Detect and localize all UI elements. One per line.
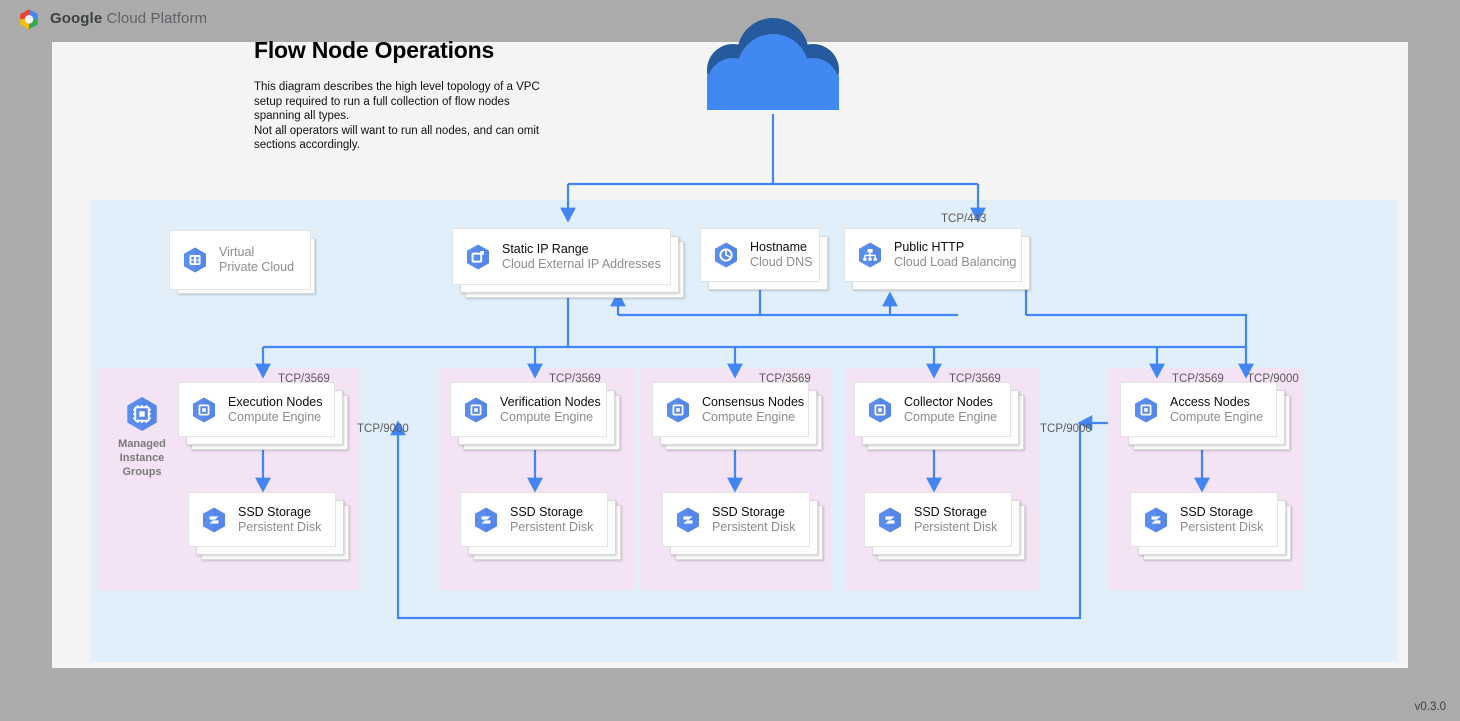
node-ssd-storage-execution[interactable]: SSD Storage Persistent Disk: [188, 492, 336, 547]
node-subtitle: Persistent Disk: [712, 519, 796, 534]
edge-label-tcp3569-coll: TCP/3569: [949, 373, 1001, 385]
node-title: Access Nodes: [1170, 394, 1250, 409]
app-header: Google Cloud Platform: [0, 0, 1460, 42]
google-cloud-hexagon-icon: [16, 7, 42, 33]
compute-engine-icon: [663, 395, 693, 425]
node-subtitle: Persistent Disk: [1180, 519, 1264, 534]
compute-engine-icon: [1131, 395, 1161, 425]
persistent-disk-icon: [199, 505, 229, 535]
node-subtitle: Cloud External IP Addresses: [502, 256, 661, 271]
node-ssd-storage-access[interactable]: SSD Storage Persistent Disk: [1130, 492, 1278, 547]
edge-label-tcp3569-acc: TCP/3569: [1172, 373, 1224, 385]
node-ssd-storage-collector[interactable]: SSD Storage Persistent Disk: [864, 492, 1012, 547]
cloud-dns-icon: [711, 240, 741, 270]
node-access-nodes[interactable]: Access Nodes Compute Engine: [1120, 382, 1277, 437]
node-subtitle: Private Cloud: [219, 260, 295, 274]
node-subtitle: Compute Engine: [702, 409, 796, 424]
node-title: Execution Nodes: [228, 394, 323, 409]
node-subtitle: Persistent Disk: [238, 519, 322, 534]
node-title: Consensus Nodes: [702, 394, 805, 409]
node-subtitle: Persistent Disk: [914, 519, 998, 534]
edge-label-tcp9000-acc: TCP/9000: [1247, 373, 1299, 385]
node-execution-nodes[interactable]: Execution Nodes Compute Engine: [178, 382, 335, 437]
node-verification-nodes[interactable]: Verification Nodes Compute Engine: [450, 382, 607, 437]
node-subtitle: Compute Engine: [228, 409, 322, 424]
edge-label-tcp443: TCP/443: [941, 213, 987, 225]
node-title: SSD Storage: [1180, 504, 1253, 519]
node-title: Hostname: [750, 240, 807, 255]
load-balancing-icon: [855, 240, 885, 270]
node-subtitle: Cloud Load Balancing: [894, 255, 1017, 269]
brand-bold: Google: [50, 10, 103, 27]
cloud-icon: [680, 18, 866, 116]
node-ssd-storage-verification[interactable]: SSD Storage Persistent Disk: [460, 492, 608, 547]
node-consensus-nodes[interactable]: Consensus Nodes Compute Engine: [652, 382, 809, 437]
virtual-private-cloud-icon: [180, 245, 210, 275]
compute-engine-icon: [865, 395, 895, 425]
node-title: Collector Nodes: [904, 394, 993, 409]
managed-instance-groups-label: Managed Instance Groups: [104, 394, 180, 479]
edge-label-tcp9000-exec: TCP/9000: [357, 423, 409, 435]
node-title: Public HTTP: [894, 240, 965, 255]
external-ip-icon: [463, 242, 493, 272]
node-static-ip-range[interactable]: Static IP Range Cloud External IP Addres…: [452, 228, 671, 285]
node-title: Verification Nodes: [500, 394, 601, 409]
node-title: Virtual: [219, 245, 255, 260]
node-public-http[interactable]: Public HTTP Cloud Load Balancing: [844, 228, 1022, 282]
node-title: Static IP Range: [502, 241, 589, 256]
compute-engine-icon: [461, 395, 491, 425]
node-collector-nodes[interactable]: Collector Nodes Compute Engine: [854, 382, 1011, 437]
persistent-disk-icon: [673, 505, 703, 535]
node-subtitle: Compute Engine: [500, 409, 594, 424]
persistent-disk-icon: [471, 505, 501, 535]
node-subtitle: Persistent Disk: [510, 519, 594, 534]
node-title: SSD Storage: [510, 504, 583, 519]
compute-engine-icon: [189, 395, 219, 425]
page-title: Flow Node Operations: [254, 37, 495, 63]
compute-engine-icon: [127, 397, 157, 431]
node-virtual-private-cloud[interactable]: Virtual Private Cloud: [169, 230, 311, 290]
persistent-disk-icon: [1141, 505, 1171, 535]
edge-label-tcp3569-exec: TCP/3569: [278, 373, 330, 385]
persistent-disk-icon: [875, 505, 905, 535]
node-hostname[interactable]: Hostname Cloud DNS: [700, 228, 820, 282]
version-label: v0.3.0: [1414, 701, 1446, 713]
node-title: SSD Storage: [914, 504, 987, 519]
mig-line-1: Managed: [118, 438, 166, 450]
node-ssd-storage-consensus[interactable]: SSD Storage Persistent Disk: [662, 492, 810, 547]
node-title: SSD Storage: [238, 504, 311, 519]
mig-line-2: Instance: [119, 452, 165, 464]
node-subtitle: Compute Engine: [904, 409, 998, 424]
edge-label-tcp3569-verif: TCP/3569: [549, 373, 601, 385]
node-subtitle: Cloud DNS: [750, 255, 813, 269]
brand-rest: Cloud Platform: [102, 10, 208, 27]
edge-label-tcp3569-cons: TCP/3569: [759, 373, 811, 385]
node-title: SSD Storage: [712, 504, 785, 519]
diagram-canvas: Flow Node Operations This diagram descri…: [52, 18, 1408, 668]
brand-wordmark: Google Cloud Platform: [50, 10, 207, 27]
diagram-description: This diagram describes the high level to…: [254, 81, 540, 152]
mig-line-3: Groups: [122, 466, 162, 478]
node-subtitle: Compute Engine: [1170, 409, 1264, 424]
edge-label-tcp9000-coll: TCP/9000: [1040, 423, 1092, 435]
